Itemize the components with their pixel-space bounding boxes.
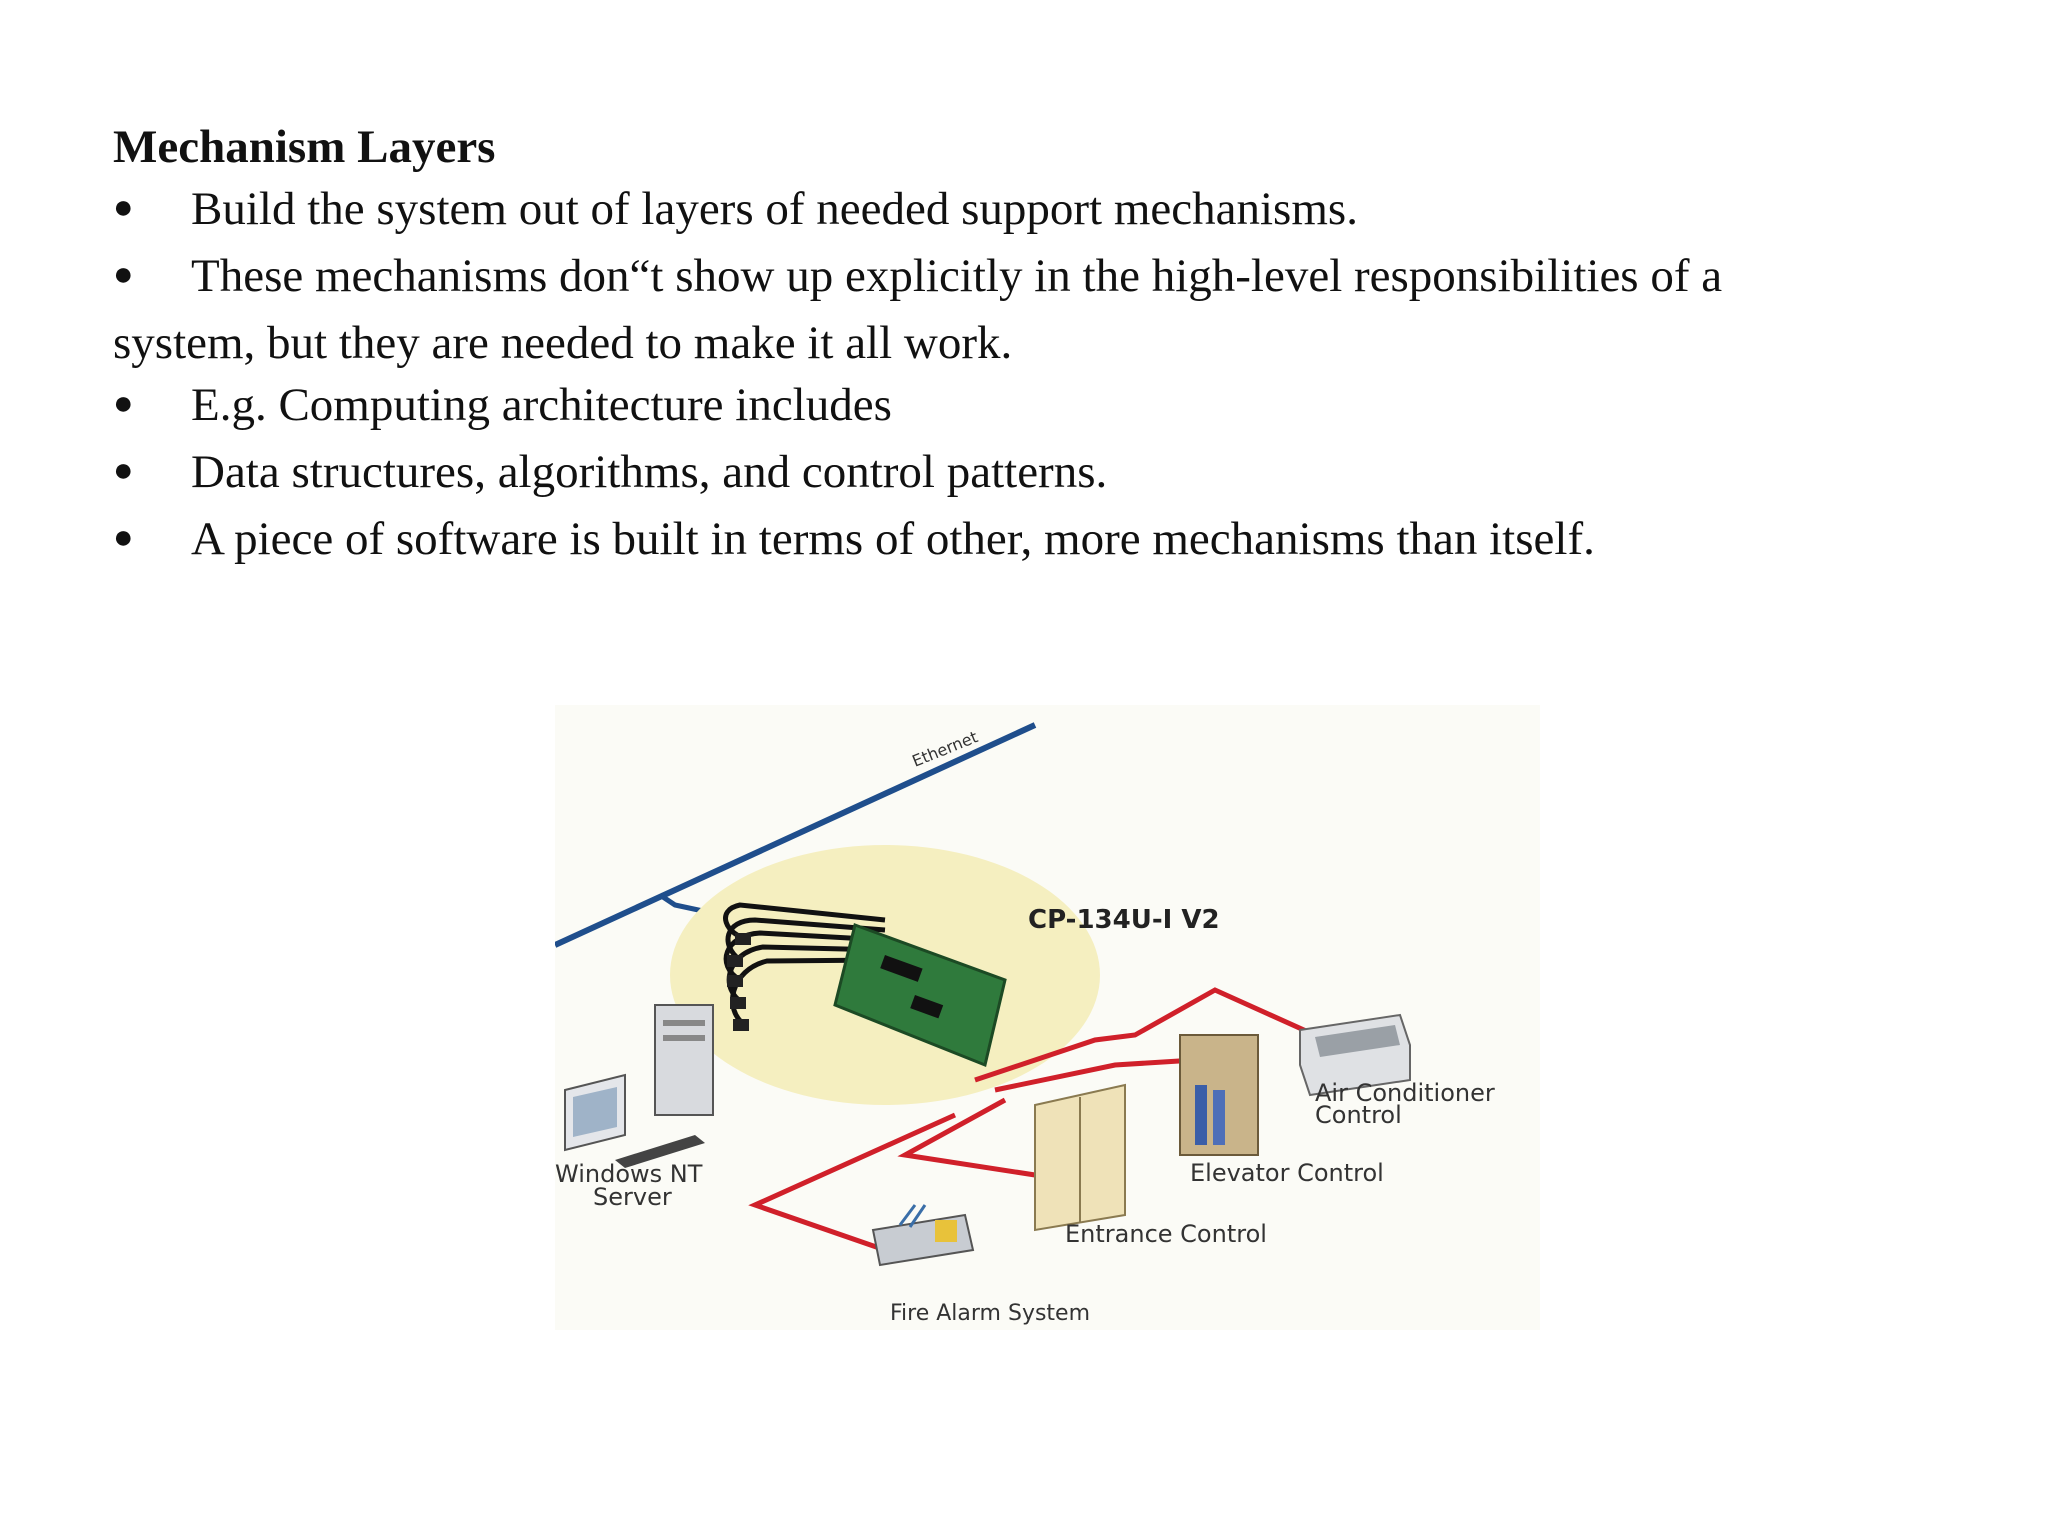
server-label-line1: Windows NT bbox=[555, 1160, 703, 1188]
bullet-icon bbox=[113, 508, 191, 575]
bullet-item: E.g. Computing architecture includes bbox=[113, 374, 1973, 441]
bullet-continuation: system, but they are needed to make it a… bbox=[113, 317, 1013, 369]
fire-alarm-icon bbox=[871, 1204, 975, 1267]
bullet-icon bbox=[113, 245, 191, 312]
entrance-label: Entrance Control bbox=[1065, 1220, 1267, 1248]
slide-heading: Mechanism Layers bbox=[113, 121, 496, 173]
ac-label-line1: Air Conditioner bbox=[1315, 1079, 1495, 1107]
connector-icons bbox=[727, 933, 751, 1031]
bullet-icon bbox=[113, 178, 191, 245]
air-conditioner-icon bbox=[1299, 1013, 1411, 1097]
server-label-line2: Server bbox=[593, 1183, 672, 1211]
bullet-icon bbox=[113, 374, 191, 441]
elevator-label: Elevator Control bbox=[1190, 1159, 1384, 1187]
elevator-icon bbox=[1179, 1034, 1259, 1156]
network-diagram-figure: Ethernet CP-134U-I V2 bbox=[555, 705, 1540, 1330]
bullet-item: These mechanisms don“t show up explicitl… bbox=[113, 245, 1973, 312]
bullet-icon bbox=[113, 441, 191, 508]
entrance-door-icon bbox=[1034, 1083, 1126, 1232]
ac-label-line2: Control bbox=[1315, 1101, 1402, 1129]
network-diagram: Ethernet CP-134U-I V2 bbox=[555, 722, 1495, 1326]
bullet-list: Build the system out of layers of needed… bbox=[113, 178, 1973, 575]
card-model-label: CP-134U-I V2 bbox=[1028, 905, 1220, 935]
slide-text: Mechanism Layers Build the system out of… bbox=[113, 116, 1973, 575]
ethernet-line bbox=[555, 722, 1037, 948]
bullet-item: Data structures, algorithms, and control… bbox=[113, 441, 1973, 508]
pci-card-icon bbox=[833, 923, 1007, 1068]
server-computer-icon bbox=[564, 1004, 714, 1168]
bullet-item: Build the system out of layers of needed… bbox=[113, 178, 1973, 245]
bullet-item: A piece of software is built in terms of… bbox=[113, 508, 1973, 575]
fire-alarm-label: Fire Alarm System bbox=[890, 1301, 1090, 1326]
